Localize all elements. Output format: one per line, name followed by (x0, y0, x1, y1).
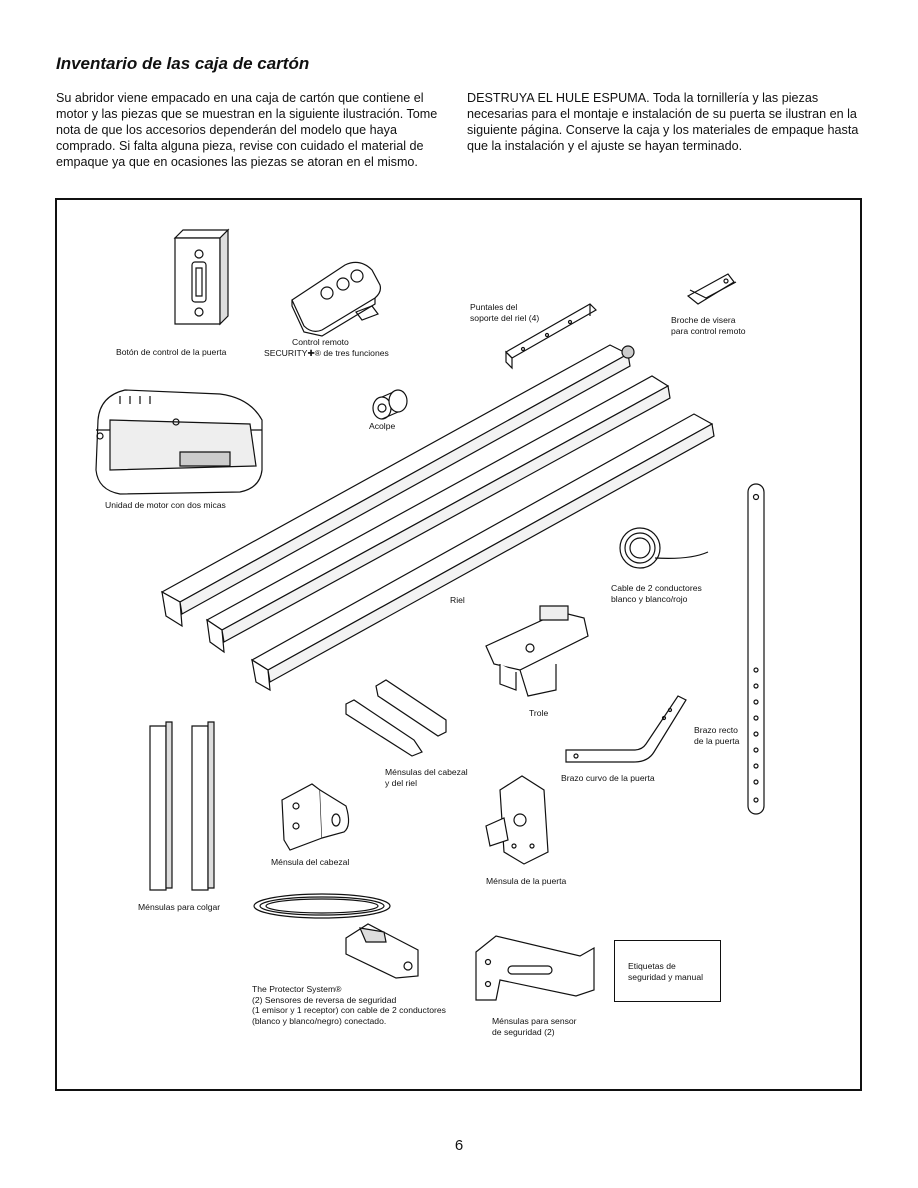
label-door-bracket: Ménsula de la puerta (486, 876, 567, 886)
label-hanging-brackets: Ménsulas para colgar (138, 902, 221, 912)
label-wire: Cable de 2 conductores blanco y blanco/r… (611, 583, 702, 604)
coupler-illustration (373, 390, 407, 419)
motor-unit-illustration (96, 390, 262, 494)
label-trolley: Trole (529, 708, 549, 718)
label-header-rail-brackets: Ménsulas del cabezal y del riel (385, 767, 468, 788)
labels-manual-box: Etiquetas de seguridad y manual (614, 940, 721, 1002)
label-sensor-brackets: Ménsulas para sensor de seguridad (2) (492, 1016, 577, 1037)
straight-arm-illustration (748, 484, 764, 814)
sensor-brackets-illustration (476, 936, 594, 1000)
label-coupler: Acolpe (369, 421, 396, 431)
door-bracket-illustration (486, 776, 548, 864)
label-door-button: Botón de control de la puerta (116, 347, 227, 357)
label-visor-clip: Broche de visera para control remoto (671, 315, 746, 336)
rail-braces-illustration (506, 304, 596, 368)
remote-illustration (292, 262, 380, 336)
label-motor-unit: Unidad de motor con dos micas (105, 500, 226, 510)
parts-inventory-frame (55, 198, 862, 1091)
label-header-bracket: Ménsula del cabezal (271, 857, 350, 867)
label-rail: Riel (450, 595, 465, 605)
intro-left-paragraph: Su abridor viene empacado en una caja de… (56, 91, 438, 169)
visor-clip-illustration (688, 274, 736, 304)
intro-right-paragraph: DESTRUYA EL HULE ESPUMA. Toda la tornill… (467, 91, 859, 153)
hanging-brackets-illustration (150, 722, 214, 890)
wire-coil-illustration (620, 528, 708, 568)
header-bracket-illustration (282, 784, 349, 850)
label-straight-arm: Brazo recto de la puerta (694, 725, 740, 746)
rail-illustration (162, 345, 714, 690)
protector-sensor-illustration (254, 894, 418, 978)
header-rail-brackets-illustration (346, 680, 446, 756)
label-rail-braces: Puntales del soporte del riel (4) (470, 302, 540, 323)
door-button-illustration (175, 230, 228, 324)
trolley-illustration (486, 606, 588, 696)
label-protector-system: The Protector System® (2) Sensores de re… (252, 984, 446, 1026)
label-labels-manual: Etiquetas de seguridad y manual (628, 961, 704, 982)
curved-arm-illustration (566, 696, 686, 762)
page-number: 6 (454, 1137, 464, 1154)
label-remote-line2: SECURITY✚® de tres funciones (264, 348, 389, 358)
section-title: Inventario de las caja de cartón (56, 54, 310, 73)
label-remote-line1: Control remoto (292, 337, 349, 347)
label-curved-arm: Brazo curvo de la puerta (561, 773, 655, 783)
